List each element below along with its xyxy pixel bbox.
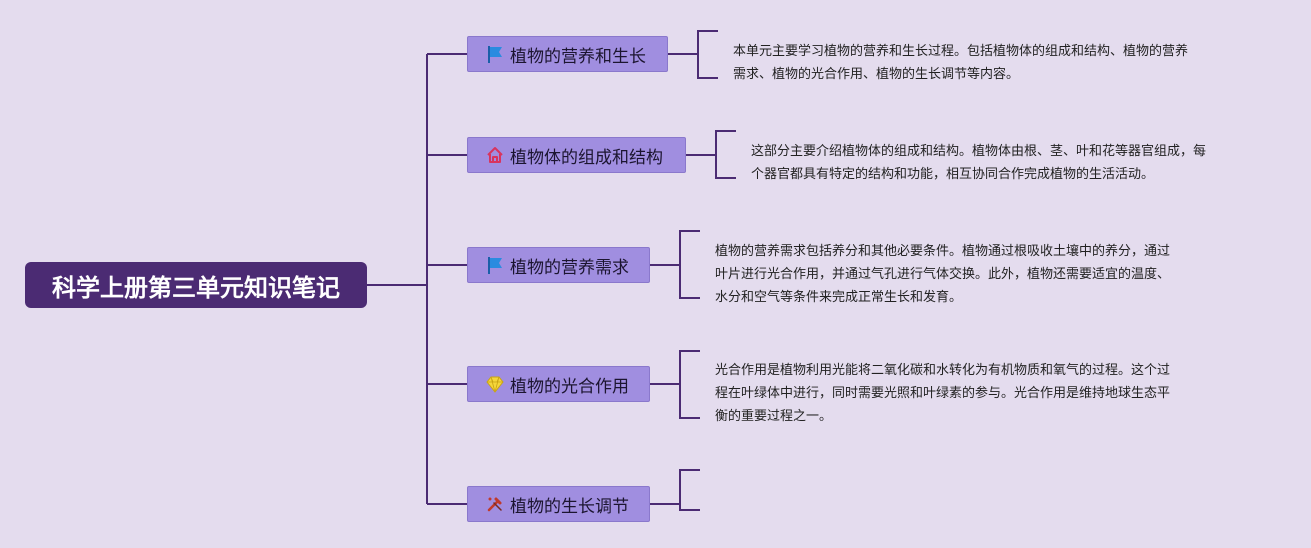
topic4-note-bracket bbox=[650, 350, 700, 419]
note-plant-composition-structure: 这部分主要介绍植物体的组成和结构。植物体由根、茎、叶和花等器官组成，每 个器官都… bbox=[751, 140, 1206, 186]
topic-plant-composition-structure[interactable]: 植物体的组成和结构 bbox=[467, 137, 686, 173]
note-line: 本单元主要学习植物的营养和生长过程。包括植物体的组成和结构、植物的营养 bbox=[733, 44, 1189, 59]
topic3-note-bracket bbox=[650, 230, 700, 299]
note-line: 需求、植物的光合作用、植物的生长调节等内容。 bbox=[733, 67, 1020, 82]
note-plant-photosynthesis: 光合作用是植物利用光能将二氧化碳和水转化为有机物质和氧气的过程。这个过 程在叶绿… bbox=[715, 359, 1170, 428]
blue-flag-icon bbox=[484, 254, 506, 276]
note-line: 光合作用是植物利用光能将二氧化碳和水转化为有机物质和氧气的过程。这个过 bbox=[715, 363, 1171, 378]
note-line: 这部分主要介绍植物体的组成和结构。植物体由根、茎、叶和花等器官组成，每 bbox=[751, 144, 1207, 159]
note-plant-nutrient-needs: 植物的营养需求包括养分和其他必要条件。植物通过根吸收土壤中的养分，通过 叶片进行… bbox=[715, 240, 1170, 309]
root-topic[interactable]: 科学上册第三单元知识笔记 bbox=[25, 262, 367, 308]
note-line: 叶片进行光合作用，并通过气孔进行气体交换。此外，植物还需要适宜的温度、 bbox=[715, 267, 1171, 282]
root-to-topics-connector bbox=[367, 53, 467, 505]
tools-icon bbox=[484, 493, 506, 515]
note-line: 程在叶绿体中进行，同时需要光照和叶绿素的参与。光合作用是维持地球生态平 bbox=[715, 386, 1171, 401]
topic-plant-nutrition-growth[interactable]: 植物的营养和生长 bbox=[467, 36, 668, 72]
note-line: 衡的重要过程之一。 bbox=[715, 409, 833, 424]
house-icon bbox=[484, 144, 506, 166]
note-line: 个器官都具有特定的结构和功能，相互协同合作完成植物的生活活动。 bbox=[751, 167, 1155, 182]
topic-label: 植物的营养需求 bbox=[510, 257, 629, 278]
topic-plant-growth-regulation[interactable]: 植物的生长调节 bbox=[467, 486, 650, 522]
topic1-note-bracket bbox=[668, 30, 718, 79]
topic-label: 植物的营养和生长 bbox=[510, 46, 646, 67]
note-plant-nutrition-growth: 本单元主要学习植物的营养和生长过程。包括植物体的组成和结构、植物的营养 需求、植… bbox=[733, 40, 1188, 86]
topic-plant-photosynthesis[interactable]: 植物的光合作用 bbox=[467, 366, 650, 402]
topic-label: 植物的生长调节 bbox=[510, 496, 629, 517]
note-line: 水分和空气等条件来完成正常生长和发育。 bbox=[715, 290, 963, 305]
topic2-note-bracket bbox=[686, 130, 736, 179]
topic-label: 植物体的组成和结构 bbox=[510, 147, 663, 168]
note-line: 植物的营养需求包括养分和其他必要条件。植物通过根吸收土壤中的养分，通过 bbox=[715, 244, 1171, 259]
topic-label: 植物的光合作用 bbox=[510, 376, 629, 397]
blue-flag-icon bbox=[484, 43, 506, 65]
diamond-icon bbox=[484, 373, 506, 395]
topic5-note-bracket bbox=[650, 469, 700, 511]
topic-plant-nutrient-needs[interactable]: 植物的营养需求 bbox=[467, 247, 650, 283]
root-topic-label: 科学上册第三单元知识笔记 bbox=[52, 273, 340, 302]
